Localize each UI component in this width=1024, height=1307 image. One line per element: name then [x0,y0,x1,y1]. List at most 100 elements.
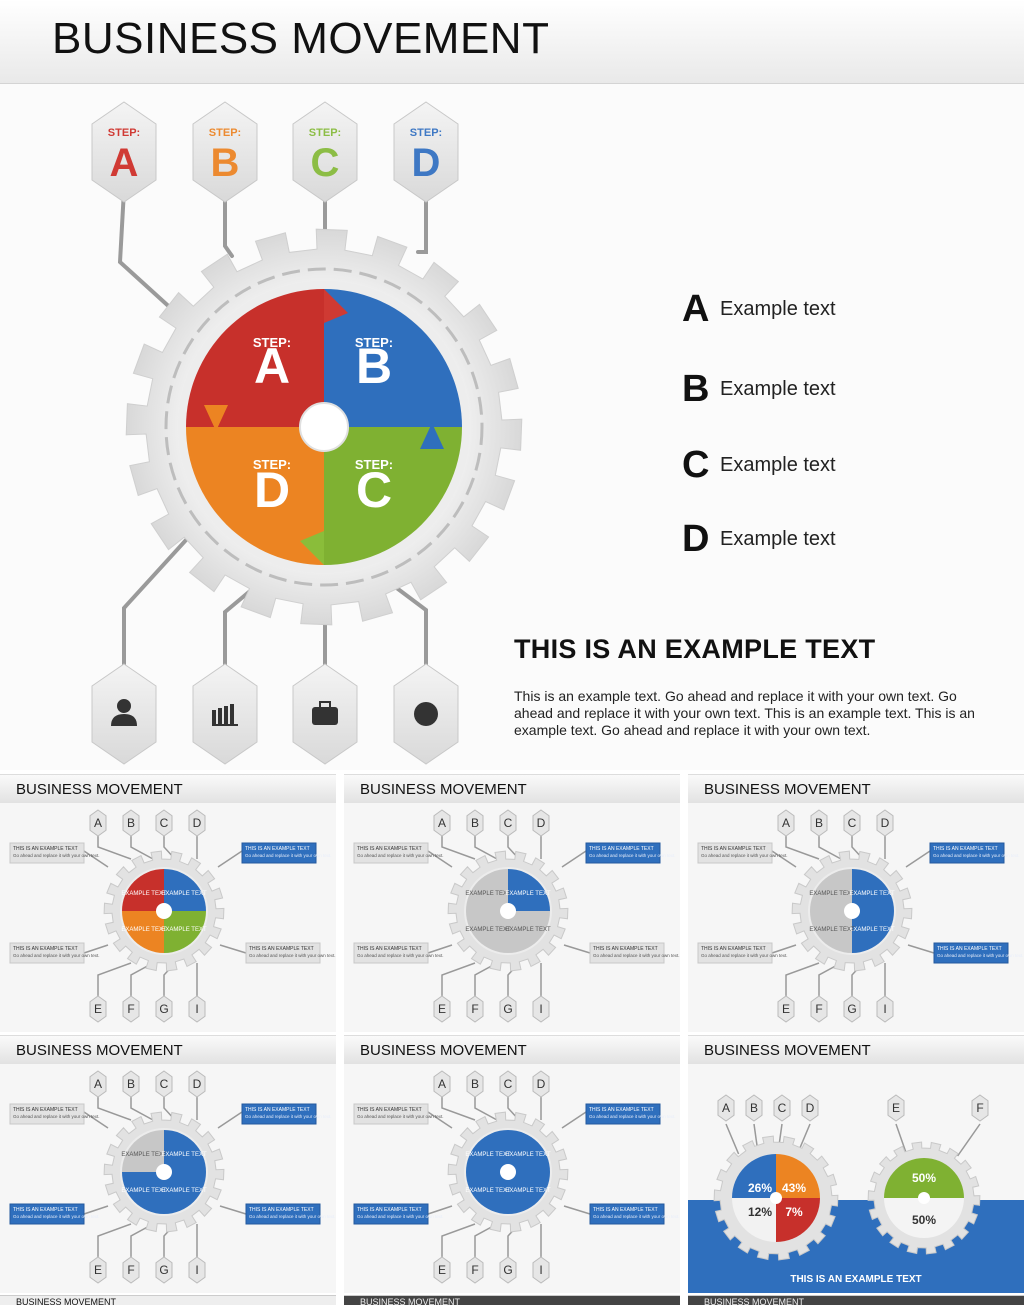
step-letter: B [211,141,240,185]
mini-wheel-label: EXAMPLE TEXT [849,927,895,933]
callout-title: THIS IS AN EXAMPLE TEXT [249,946,314,952]
briefcase-icon [312,701,338,725]
mini-segment [852,911,894,953]
step-label: STEP: [209,127,241,139]
mini-hex-letter: E [782,1002,790,1016]
mini-hex-letter: I [195,1002,198,1016]
callout-body: Go ahead and replace it with your own te… [245,853,332,858]
bottom-hex-1[interactable] [91,663,157,765]
legend-letter: B [682,368,710,410]
mini-wheel-label: EXAMPLE TEXT [505,891,551,897]
wheel-step-letter: C [356,462,392,518]
mini-wheel-label: EXAMPLE TEXT [505,927,551,933]
mini-wheel-label: EXAMPLE TEXT [465,891,511,897]
slide-title: BUSINESS MOVEMENT [52,14,550,63]
mini-hex-letter: A [94,816,102,830]
callout-box [933,942,1009,964]
step-hex-c[interactable]: STEP:C [292,101,358,203]
mini-hex-letter: F [127,1263,134,1277]
mini-wheel-label: EXAMPLE TEXT [161,891,207,897]
strip-title: BUSINESS MOVEMENT [360,1297,461,1307]
wheel-step-label: STEP: [253,457,291,472]
bottom-hex-2[interactable] [192,663,258,765]
mini-wheel-label: EXAMPLE TEXT [465,927,511,933]
bottom-hex-4[interactable] [393,663,459,765]
legend-text: Example text [720,454,836,476]
callout-box [9,1203,85,1225]
callout-title: THIS IS AN EXAMPLE TEXT [933,846,998,852]
callout-title: THIS IS AN EXAMPLE TEXT [13,946,78,952]
legend-item-b: B Example text [682,368,902,410]
step-label: STEP: [410,127,442,139]
legend-letter: A [682,288,710,330]
thumb-header: BUSINESS MOVEMENT [688,775,1024,803]
example-title: THIS IS AN EXAMPLE TEXT [514,634,876,664]
step-hex-b[interactable]: STEP: B [192,101,258,203]
thumb-title: BUSINESS MOVEMENT [16,1042,183,1059]
mini-hex-letter: C [504,816,513,830]
callout-body: Go ahead and replace it with your own te… [249,1214,336,1219]
mini-segment [508,1172,550,1214]
thumb-title: BUSINESS MOVEMENT [704,781,871,798]
callout-title: THIS IS AN EXAMPLE TEXT [13,846,78,852]
next-slide-strip-1[interactable]: BUSINESS MOVEMENT [0,1295,336,1307]
callout-title: THIS IS AN EXAMPLE TEXT [593,946,658,952]
thumb-title: BUSINESS MOVEMENT [16,781,183,798]
mini-segment [466,911,508,953]
callout-body: Go ahead and replace it with your own te… [13,1214,100,1219]
mini-hex-letter: D [881,816,890,830]
pie-value: 26% [748,1181,772,1195]
callout-title: THIS IS AN EXAMPLE TEXT [593,1207,658,1213]
mini-hex-letter: D [537,816,546,830]
mini-hex-letter: E [94,1263,102,1277]
mini-hex-letter: A [438,816,446,830]
wheel-segment-d [186,427,324,565]
callout-box [245,942,321,964]
callout-box [9,842,85,864]
step-hex-d[interactable]: STEP:D [393,101,459,203]
bar-chart-icon [212,704,238,726]
callout-box [697,942,773,964]
mini-segment [122,1130,164,1172]
mini-wheel-label: EXAMPLE TEXT [809,891,855,897]
callout-body: Go ahead and replace it with your own te… [593,1214,680,1219]
next-slide-strip-3[interactable]: BUSINESS MOVEMENT [688,1295,1024,1307]
mini-wheel-label: EXAMPLE TEXT [465,1152,511,1158]
bottom-hex-3[interactable] [292,663,358,765]
mini-hex-letter: A [782,816,790,830]
step-hex-a[interactable]: STEP:A [91,101,157,203]
callout-body: Go ahead and replace it with your own te… [357,953,444,958]
mini-hex-letter: C [160,1077,169,1091]
mini-hex-letter: C [160,816,169,830]
mini-hex-letter: A [722,1101,730,1115]
mini-segment [466,1130,508,1172]
next-slide-strip-2[interactable]: BUSINESS MOVEMENT [344,1295,680,1307]
mini-wheel-label: EXAMPLE TEXT [121,891,167,897]
mini-hex-letter: G [159,1002,168,1016]
mini-hex-letter: B [815,816,823,830]
mini-wheel-label: EXAMPLE TEXT [809,927,855,933]
wheel-hub [299,402,349,452]
mini-hex-letter: C [504,1077,513,1091]
mini-wheel-label: EXAMPLE TEXT [121,1188,167,1194]
callout-box [585,1103,661,1125]
legend-text: Example text [720,378,836,400]
mini-hex-letter: B [127,1077,135,1091]
strip-title: BUSINESS MOVEMENT [16,1297,117,1307]
mini-segment [164,1130,206,1172]
mini-segment [164,869,206,911]
mini-segment [466,869,508,911]
mini-hex-letter: C [778,1101,787,1115]
callout-title: THIS IS AN EXAMPLE TEXT [249,1207,314,1213]
callout-body: Go ahead and replace it with your own te… [13,1114,100,1119]
